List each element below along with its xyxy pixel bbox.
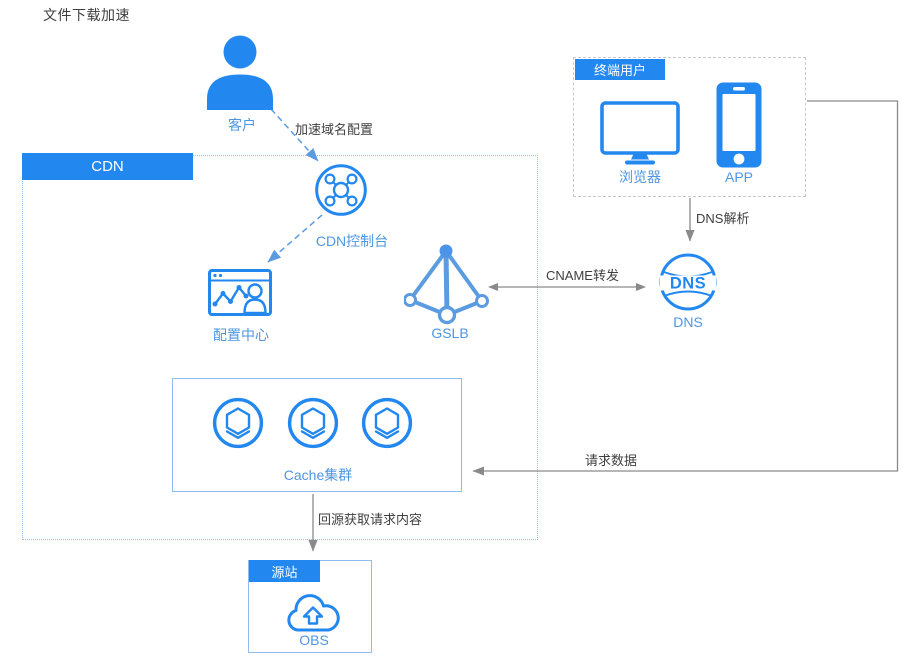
app-label: APP <box>724 169 754 185</box>
gslb-label: GSLB <box>431 325 469 341</box>
person-icon <box>207 35 273 110</box>
customer-label: 客户 <box>228 117 256 133</box>
cdn-group-box: CDN <box>22 153 538 540</box>
cache-cluster-box <box>172 378 462 492</box>
origin-group-box: 源站 <box>248 560 372 653</box>
cname-arrowhead-right <box>636 283 646 291</box>
config-center-label: 配置中心 <box>213 327 269 343</box>
dns-globe-text: DNS <box>670 275 706 293</box>
dns-globe-icon: DNS <box>659 253 717 311</box>
edge-label-cname-forward: CNAME转发 <box>546 268 619 283</box>
cdn-group-label: CDN <box>22 153 193 180</box>
cdn-console-icon <box>315 164 367 216</box>
edge-label-request-data: 请求数据 <box>585 453 638 468</box>
config-center-icon <box>208 269 272 316</box>
origin-group-label: 源站 <box>249 560 320 582</box>
edge-label-origin-fetch: 回源获取请求内容 <box>318 512 423 527</box>
edge-label-domain-config: 加速域名配置 <box>295 122 374 137</box>
page-title: 文件下载加速 <box>43 7 130 23</box>
obs-cloud-icon <box>287 594 340 632</box>
gslb-icon <box>404 244 489 325</box>
cdn-console-label: CDN控制台 <box>315 233 389 249</box>
browser-label: 浏览器 <box>619 169 661 185</box>
cache-node-icon <box>212 397 264 449</box>
edge-label-dns-resolve: DNS解析 <box>696 211 750 226</box>
cache-cluster-label: Cache集群 <box>283 467 353 483</box>
monitor-icon <box>600 101 680 165</box>
cache-node-icon <box>287 397 339 449</box>
obs-label: OBS <box>299 632 329 648</box>
dns-label: DNS <box>673 314 703 330</box>
cache-node-icon <box>361 397 413 449</box>
smartphone-icon <box>716 82 762 168</box>
end-user-group-label: 终端用户 <box>575 59 665 80</box>
